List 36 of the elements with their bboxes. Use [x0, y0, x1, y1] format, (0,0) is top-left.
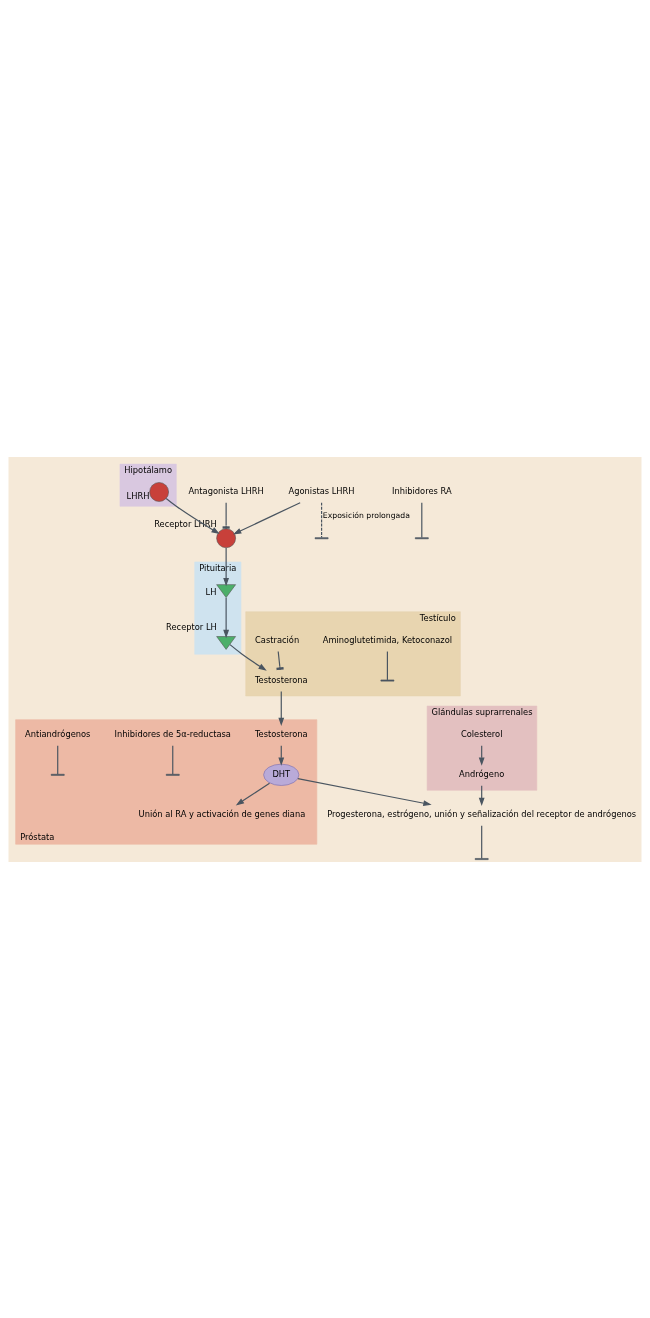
- node-label: Receptor LH: [166, 621, 217, 632]
- arrow: [278, 690, 285, 726]
- node-text: Testosterona: [254, 728, 308, 739]
- node-triangle: [216, 583, 236, 598]
- node-triangle: [216, 635, 236, 650]
- node-text: Castración: [255, 634, 300, 645]
- node-text: Progesterona, estrógeno, unión y señalización del receptor de andrógenos: [327, 808, 637, 819]
- arrow: [223, 596, 230, 638]
- node-text: Colesterol: [460, 728, 503, 739]
- node-ellipse: DHT: [263, 763, 300, 786]
- node-text: Andrógeno: [459, 768, 505, 779]
- node-text: Inhibidores de 5α-reductasa: [114, 728, 231, 739]
- connector: [222, 501, 230, 529]
- node-text: Aminoglutetimida, Ketoconazol: [322, 634, 453, 645]
- node-label: LHRH: [126, 490, 150, 501]
- node-text: Testosterona: [254, 674, 308, 685]
- node-text: Unión al RA y activación de genes diana: [138, 808, 306, 819]
- node-text: Antiandrógenos: [25, 728, 91, 739]
- arrow: [235, 782, 271, 805]
- connector: [172, 744, 174, 775]
- connector: [57, 744, 59, 775]
- arrow: [165, 497, 220, 534]
- node-text: Agonistas LHRH: [288, 485, 355, 496]
- arrow: [297, 777, 432, 806]
- arrow: [229, 643, 267, 671]
- node-text: Antagonista LHRH: [188, 485, 264, 496]
- node-text: Inhibidores RA: [392, 485, 452, 496]
- arrow: [223, 546, 230, 586]
- connector: [276, 650, 284, 670]
- arrow: [233, 501, 301, 534]
- node-circle: [149, 481, 169, 502]
- connector: [321, 501, 323, 538]
- connector: [481, 824, 483, 859]
- node-label: LH: [205, 586, 217, 597]
- connector: [386, 650, 388, 680]
- connector: [421, 501, 423, 538]
